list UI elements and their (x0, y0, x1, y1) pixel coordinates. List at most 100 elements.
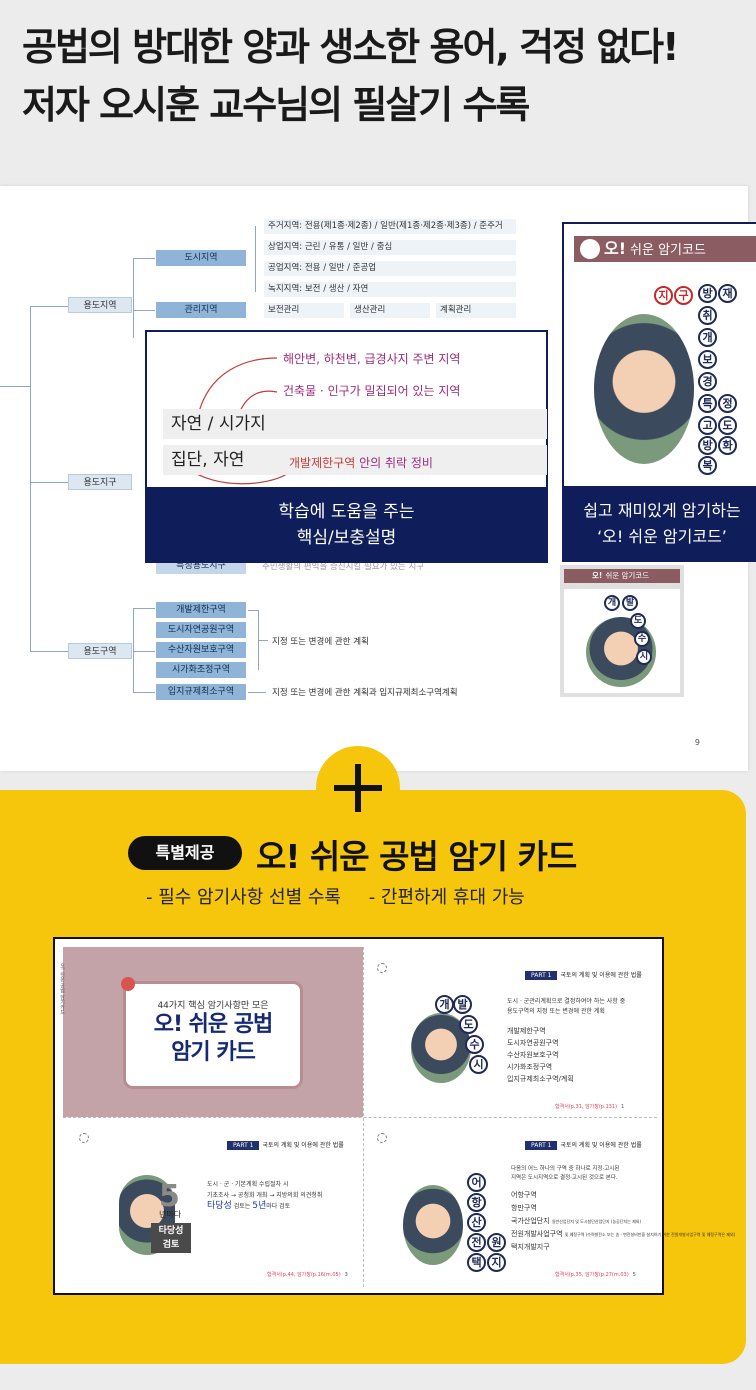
card2-item: 개발제한구역 (507, 1027, 546, 1035)
card4-footer-text: 합격서(p.35, 암기장(p.27(m.03) (555, 1272, 629, 1278)
code-syllable: 시 (469, 1055, 488, 1074)
tree-line (133, 310, 155, 311)
code-syllable: 발 (622, 595, 638, 611)
tree-line (133, 258, 134, 338)
code-syllable: 구 (674, 286, 693, 305)
punch-hole-icon (79, 1133, 89, 1143)
pin-icon (121, 977, 135, 991)
code-syllable: 개 (604, 595, 620, 611)
code-syllable: 산 (467, 1213, 486, 1232)
memory-code-caption-line-1: 쉽고 재미있게 암기하는 (583, 501, 741, 520)
tree-line (248, 610, 258, 611)
card4-item: 항만구역 (511, 1204, 537, 1212)
tree-line (30, 306, 31, 651)
card4-item: 어항구역 (511, 1191, 537, 1199)
cover-kicker: 44가지 핵심 암기사항만 모은 (157, 1001, 269, 1011)
code-syllable: 방 (698, 284, 717, 303)
zone-urbanization-control: 시가화조정구역 (156, 662, 246, 678)
card4-item: 국가산업단지 일반산업단지 및 도시첨단산업단지 (농공단지는 제외) (511, 1215, 735, 1228)
part-title: 국토의 계획 및 이용에 관한 법률 (560, 1142, 642, 1149)
code-syllable: 특 (698, 394, 717, 413)
card3-footer-text: 합격서(p.44, 암기장(p.16(m.05) (267, 1272, 341, 1278)
code-syllable: 개 (435, 995, 454, 1014)
node-area: 용도지역 (68, 297, 132, 313)
card2-intro: 도시 · 군관리계획으로 결정하여야 하는 사항 중 용도구역의 지정 또는 변… (507, 997, 625, 1017)
explanation-caption-line-1: 학습에 도움을 주는 (278, 502, 415, 522)
card2-item: 입지규제최소구역/계획 (507, 1075, 574, 1083)
tree-line (30, 651, 68, 652)
code-syllable: 방 (698, 436, 717, 455)
review-stamp-line-1: 타당성 (158, 1226, 184, 1236)
card3-line-3b: 검토는 (231, 1203, 253, 1210)
character-illustration (594, 314, 694, 464)
zone-note-plan: 지정 또는 변경에 관한 계획 (272, 637, 369, 647)
zone-note-plan-location: 지정 또는 변경에 관한 계획과 입지규제최소구역계획 (272, 688, 458, 698)
hand-note-1: 해안변, 하천변, 급경사지 주변 지역 (283, 352, 461, 366)
tree-line (255, 226, 256, 292)
card4-item-text: 전원개발사업구역 (511, 1230, 563, 1238)
urban-sub-residential: 주거지역: 전용(제1종·제2종) / 일반(제1종·제2종·제3종) / 준주… (264, 219, 516, 234)
mini-card-body: 개 발 도 수 시 (564, 589, 680, 693)
code-syllable: 지 (487, 1253, 506, 1272)
headline-line-2: 저자 오시훈 교수님의 필살기 수록 (22, 83, 530, 127)
cover-title-box: 44가지 핵심 암기사항만 모은 오! 쉬운 공법 암기 카드 (123, 981, 303, 1089)
special-bullet-2: - 간편하게 휴대 가능 (368, 887, 525, 908)
code-syllable: 시 (636, 649, 652, 665)
card2-item: 시가화조정구역 (507, 1063, 553, 1071)
tree-line (248, 692, 266, 693)
tree-line (133, 651, 155, 652)
mini-card-header: 오!쉬운 암기코드 (564, 569, 680, 583)
page-number: 9 (694, 738, 700, 747)
mini-card-header-oh: 오! (592, 571, 603, 580)
character-illustration (403, 1185, 463, 1265)
card-cover: 오! 쉬운 공법 암기카드 44가지 핵심 암기사항만 모은 오! 쉬운 공법 … (59, 947, 363, 1117)
card2-item: 수산자원보호구역 (507, 1051, 559, 1059)
code-syllable: 전 (467, 1233, 486, 1252)
code-syllable: 수 (634, 631, 650, 647)
hand-note-3: 개발제한구역 안의 취락 정비 (289, 454, 433, 471)
urban-sub-commercial: 상업지역: 근린 / 유통 / 일반 / 중심 (264, 240, 516, 255)
card3-line-3: 타당성 검토는 5년마다 검토 (207, 1201, 322, 1212)
code-syllable: 화 (718, 436, 737, 455)
key-row-2: 집단, 자연 (163, 445, 547, 475)
explanation-caption: 학습에 도움을 주는 핵심/보충설명 (145, 487, 548, 563)
headline: 공법의 방대한 양과 생소한 용어, 걱정 없다! 저자 오시훈 교수님의 필살… (22, 18, 752, 134)
card3-line-3c: 5년 (252, 1201, 267, 1211)
badge-five-sub: 년마다 (159, 1210, 182, 1219)
card4-page: 5 (632, 1272, 636, 1278)
tree-line (0, 386, 30, 387)
card2-intro-2: 용도구역의 지정 또는 변경에 관한 계획 (507, 1008, 605, 1015)
card2-page: 1 (621, 1104, 625, 1110)
tree-line (133, 608, 155, 609)
part-label: PART 1 (525, 1141, 558, 1150)
hand-note-3-highlight: 개발제한구역 (289, 456, 356, 470)
review-stamp: 타당성 검토 (151, 1223, 191, 1253)
memory-code-caption: 쉽고 재미있게 암기하는 ‘오! 쉬운 암기코드’ (562, 486, 756, 562)
urban-sub-green: 녹지지역: 보전 / 생산 / 자연 (264, 282, 516, 297)
card4-items: 어항구역 항만구역 국가산업단지 일반산업단지 및 도시첨단산업단지 (농공단지… (511, 1189, 735, 1254)
code-syllable: 도 (718, 416, 737, 435)
mini-memory-card: 오!쉬운 암기코드 개 발 도 수 시 (560, 565, 684, 697)
key-row-1: 자연 / 시가지 (163, 409, 547, 439)
memory-code-header-text: 쉬운 암기코드 (630, 243, 706, 258)
node-urban-area: 도시지역 (156, 250, 246, 266)
code-syllable: 경 (698, 372, 717, 391)
special-bullets: - 필수 암기사항 선별 수록 - 간편하게 휴대 가능 (146, 883, 547, 909)
node-district: 용도지구 (68, 474, 132, 490)
code-syllable: 복 (698, 456, 717, 475)
card4-item-text: 국가산업단지 (511, 1217, 550, 1225)
zone-fishery-protection: 수산자원보호구역 (156, 642, 246, 658)
plus-icon (316, 746, 400, 830)
tree-line (133, 258, 155, 259)
punch-hole-icon (377, 963, 387, 973)
card2-footer-text: 합격서(p.31, 암기장(p.131) (555, 1104, 618, 1110)
code-syllable: 도 (630, 613, 646, 629)
teacher-avatar-icon (580, 239, 600, 259)
code-syllable: 취 (698, 306, 717, 325)
mgmt-sub-conservation: 보전관리 (264, 303, 344, 318)
card4-item-note: 일반산업단지 및 도시첨단산업단지 (농공단지는 제외) (551, 1219, 642, 1224)
tree-line (30, 306, 68, 307)
code-syllable: 지 (654, 286, 673, 305)
explanation-popup: 해안변, 하천변, 급경사지 주변 지역 건축물 · 인구가 밀집되어 있는 지… (145, 330, 548, 563)
